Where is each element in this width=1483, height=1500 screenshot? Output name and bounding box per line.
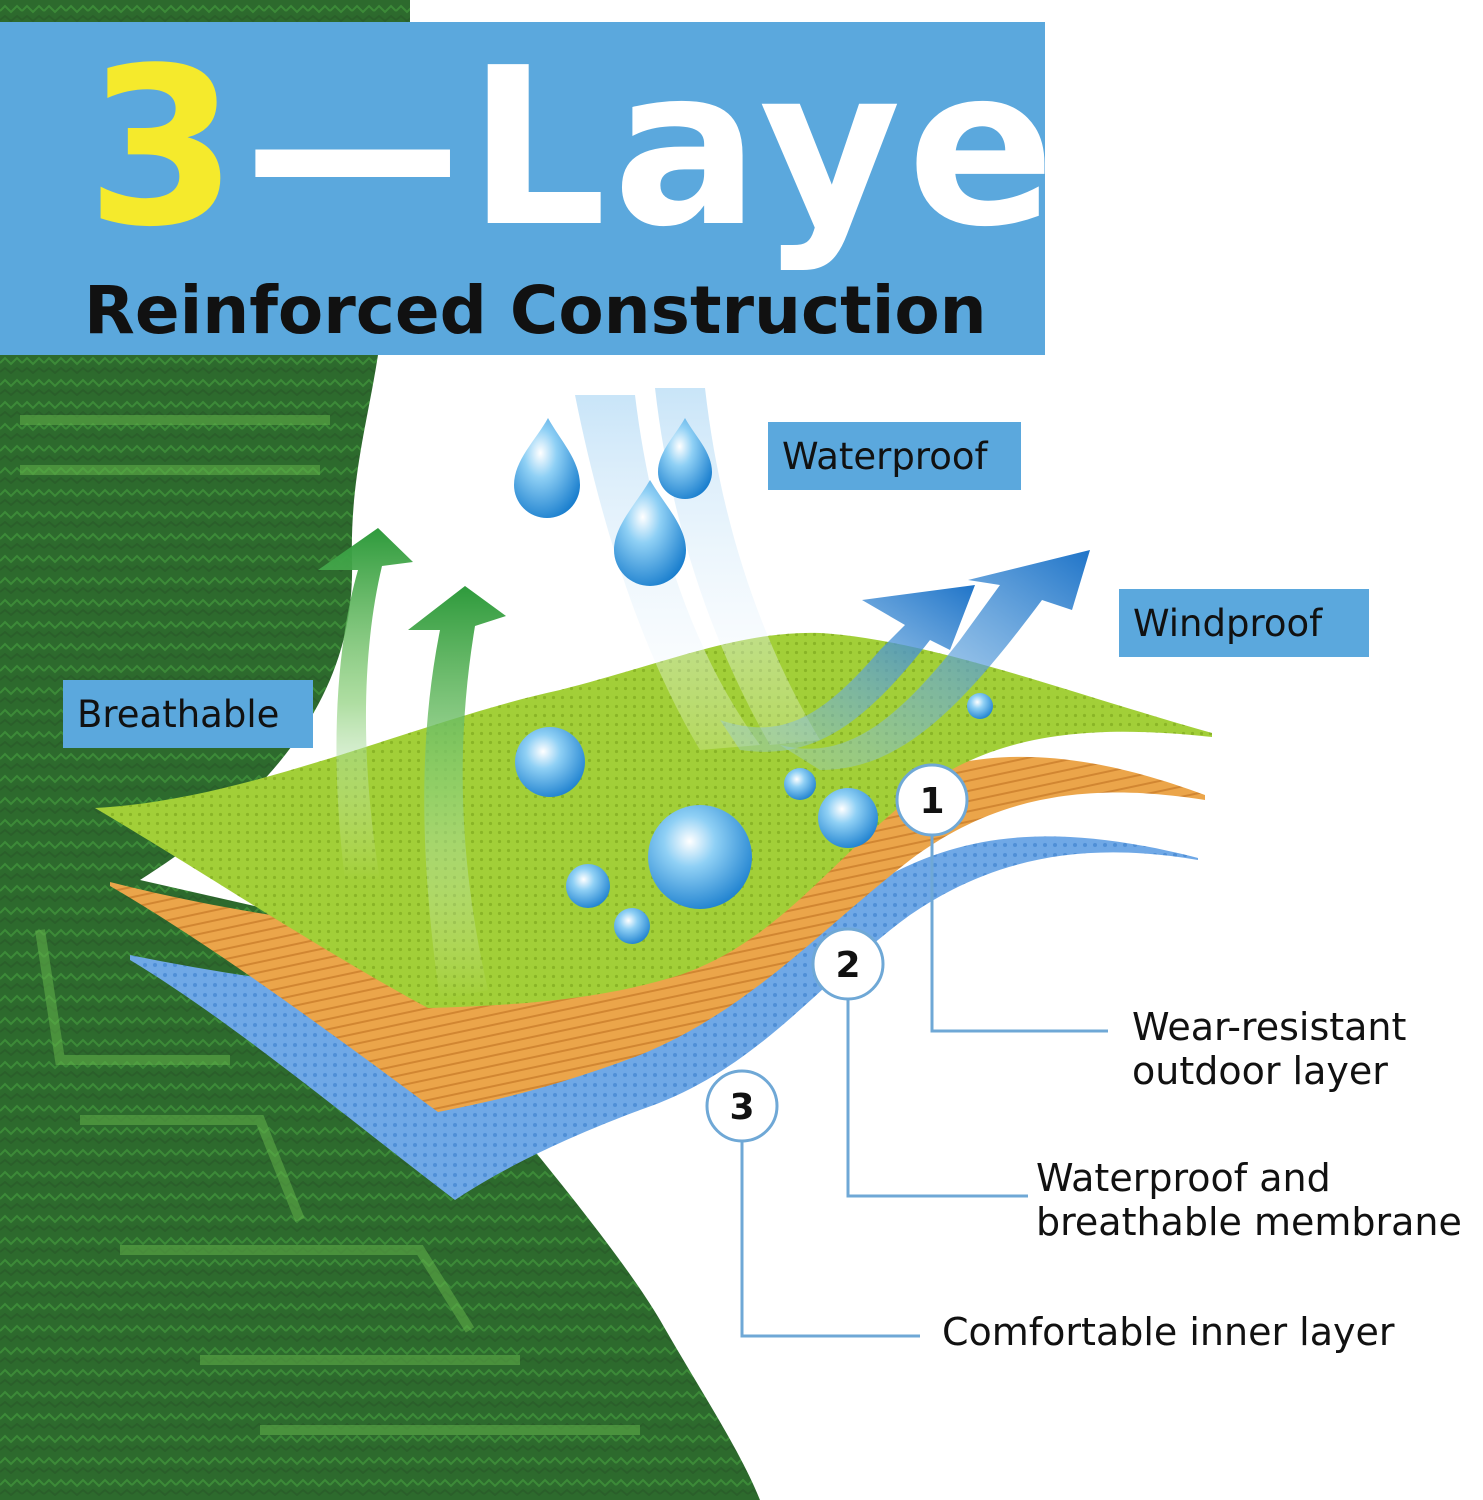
breathable-arrow-1 xyxy=(318,528,413,880)
windproof-badge: Windproof xyxy=(1119,589,1369,657)
wind-arrow-2 xyxy=(780,550,1090,770)
breathable-badge: Breathable xyxy=(63,680,313,748)
layer-3-line-1: Comfortable inner layer xyxy=(942,1310,1395,1354)
waterproof-badge: Waterproof xyxy=(768,422,1021,490)
layer-3-legend: Comfortable inner layer xyxy=(942,1310,1395,1354)
layer-1-number: 1 xyxy=(919,781,944,822)
title-number: 3 xyxy=(86,22,244,275)
title-banner: 3—Layer Reinforced Construction xyxy=(0,22,1168,355)
title-word: Layer xyxy=(467,22,1175,275)
page-title: 3—Layer xyxy=(86,40,1174,258)
layer-2-legend: Waterproof and breathable membrane xyxy=(1036,1156,1462,1244)
layer-1-legend: Wear-resistant outdoor layer xyxy=(1132,1005,1406,1093)
layer-2-line-2: breathable membrane xyxy=(1036,1200,1462,1244)
wind-arrow-1 xyxy=(720,585,975,752)
layer-2-marker: 2 xyxy=(811,927,885,1001)
sock-shape xyxy=(0,0,410,22)
title-dash: — xyxy=(243,22,468,275)
sock-body xyxy=(0,355,760,1500)
breathable-arrow-2 xyxy=(408,586,506,1000)
page-subtitle: Reinforced Construction xyxy=(84,272,987,349)
leader-line-2 xyxy=(846,996,1028,1198)
sock-pattern xyxy=(20,415,640,1435)
layer-1-line-2: outdoor layer xyxy=(1132,1049,1388,1093)
leader-line-3 xyxy=(740,1138,920,1338)
layer-3-number: 3 xyxy=(729,1087,754,1128)
layer-2-line-1: Waterproof and xyxy=(1036,1156,1331,1200)
droplets xyxy=(514,418,993,944)
layer-1-line-1: Wear-resistant xyxy=(1132,1005,1407,1049)
layer-3-marker: 3 xyxy=(705,1069,779,1143)
leader-line-1 xyxy=(930,830,1108,1033)
layer-2-number: 2 xyxy=(835,945,860,986)
layer-1-marker: 1 xyxy=(895,763,969,837)
